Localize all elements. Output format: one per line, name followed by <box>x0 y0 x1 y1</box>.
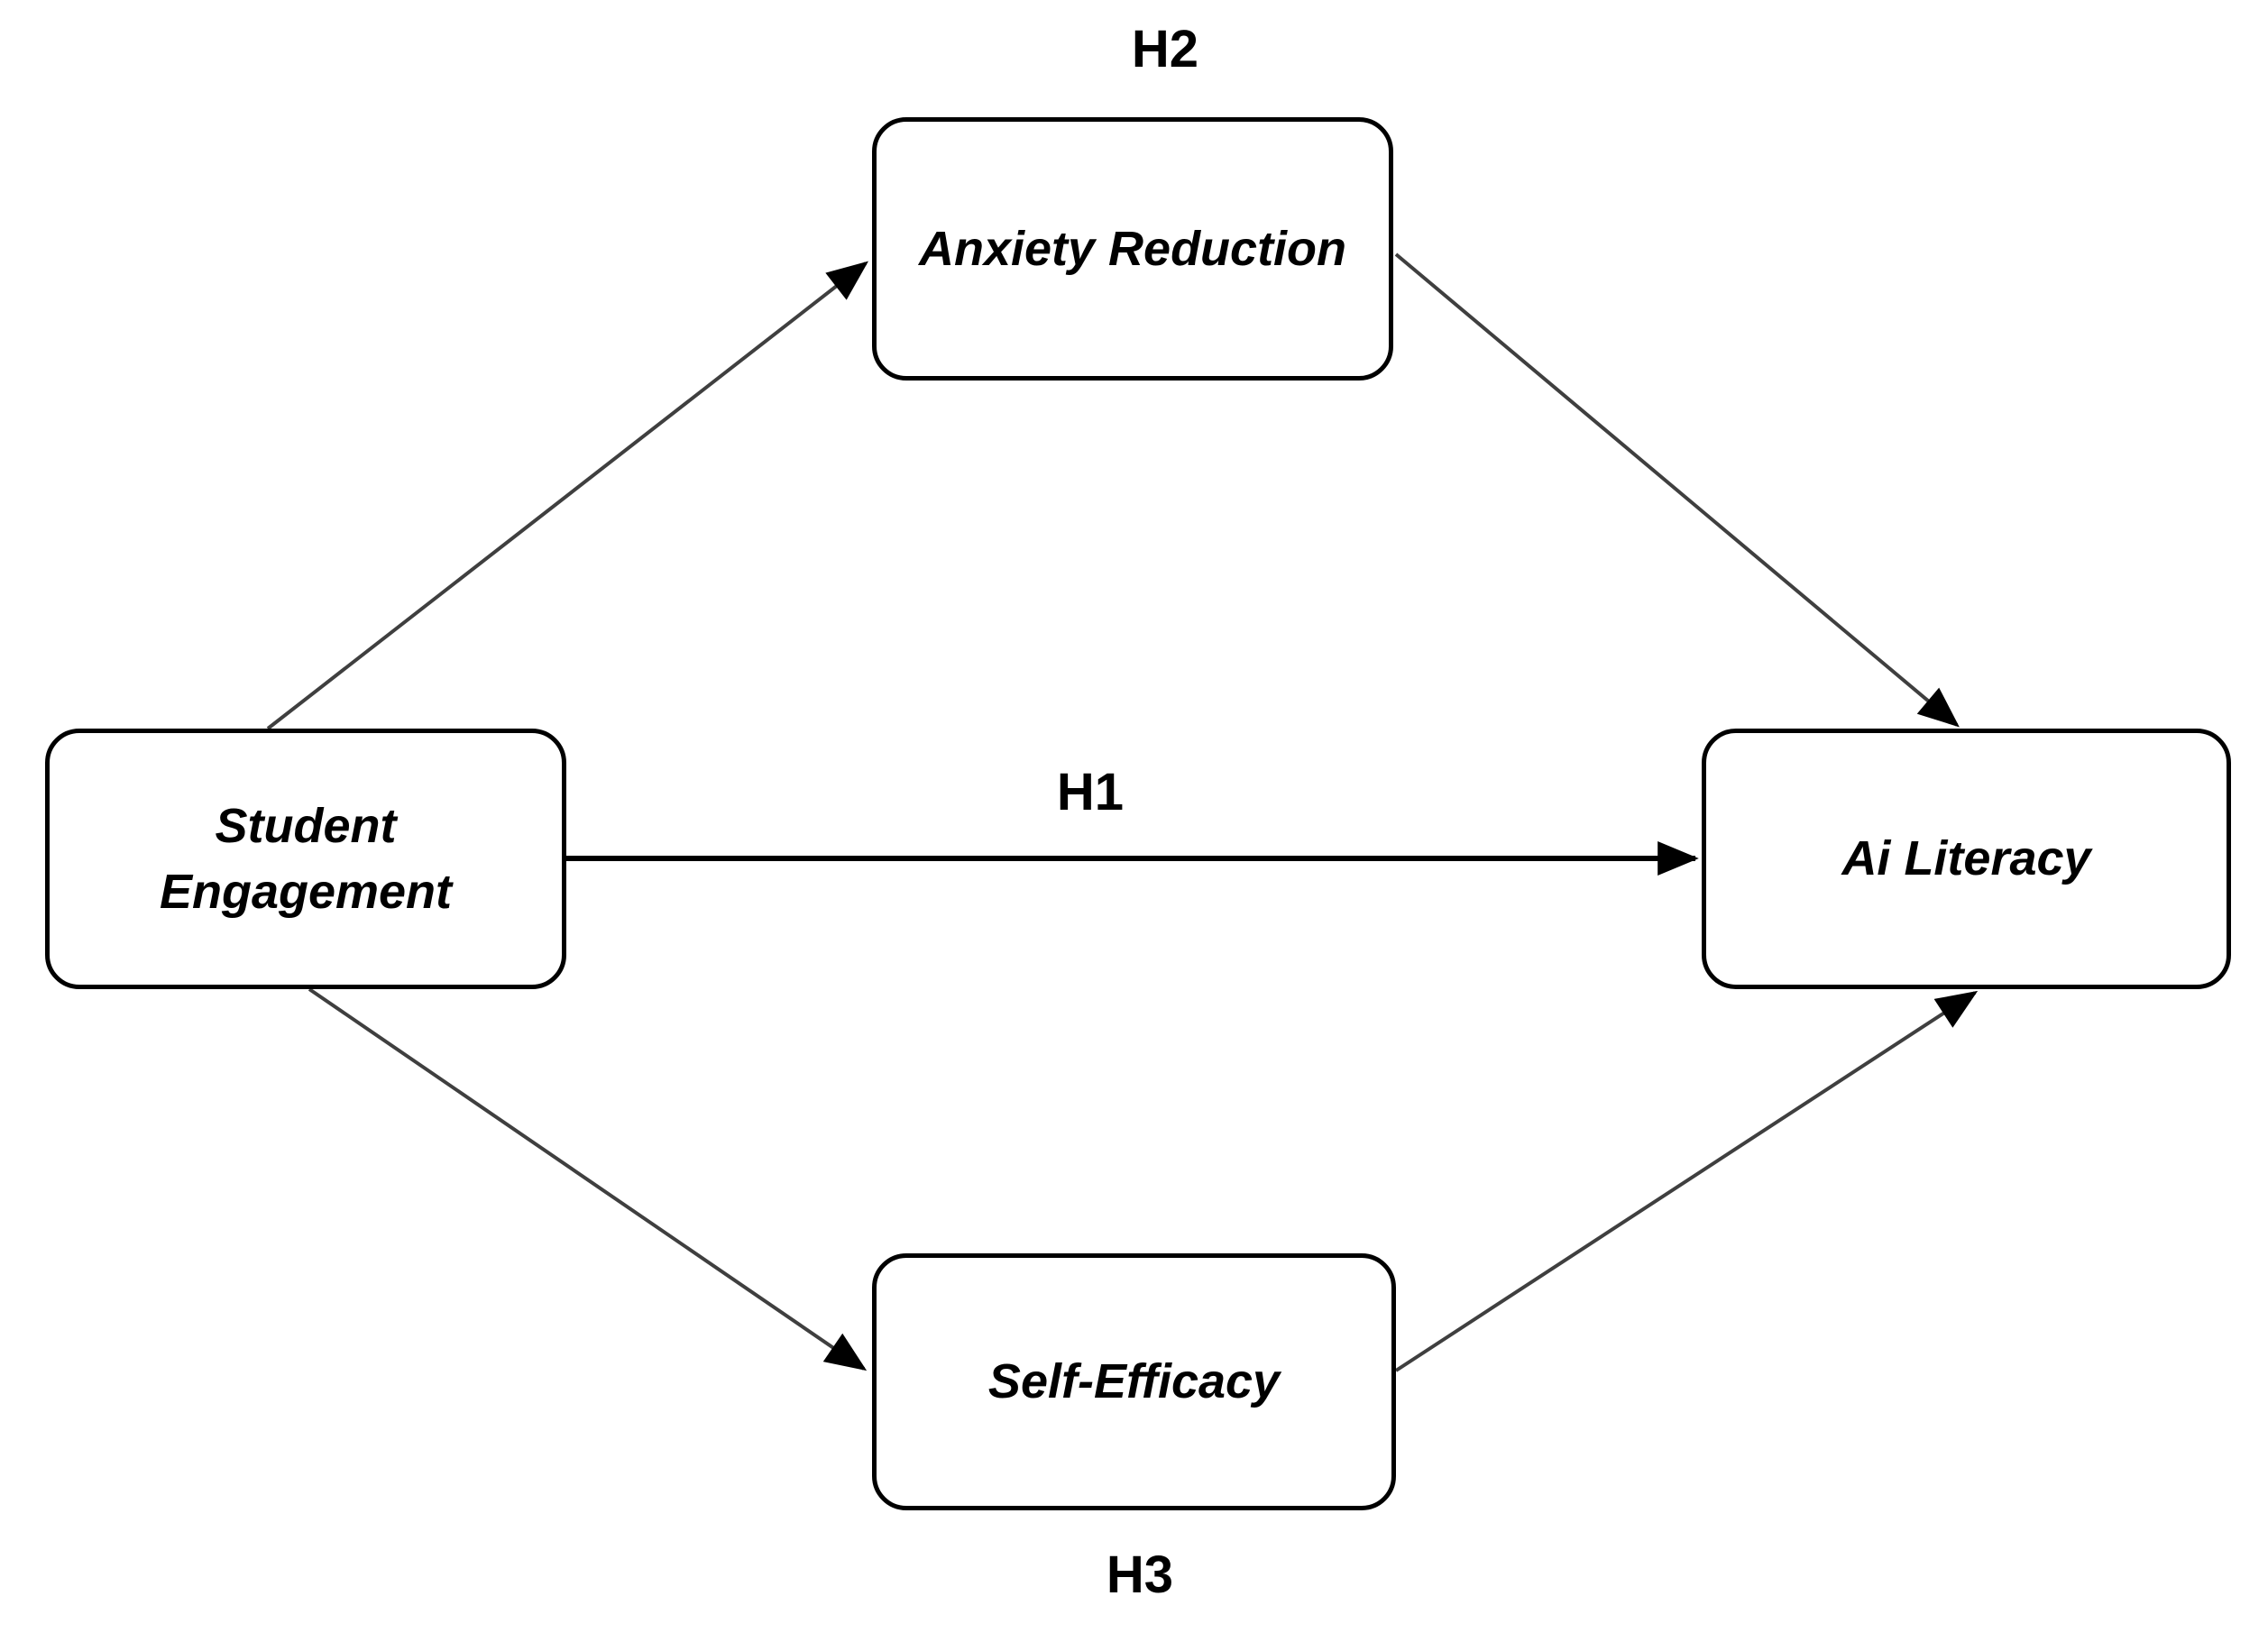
hypothesis-label-h1: H1 <box>1056 763 1125 821</box>
arrow-self-efficacy-to-ai-literacy <box>1394 990 1979 1372</box>
arrow-student-engagement-to-self-efficacy <box>308 987 868 1371</box>
arrow-anxiety-reduction-to-ai-literacy <box>1394 252 1960 728</box>
hypothesis-label-h2: H2 <box>1131 20 1199 78</box>
node-label: Ai Literacy <box>1841 831 2091 886</box>
node-label: Self-Efficacy <box>987 1354 1281 1409</box>
node-student-engagement: Student Engagement <box>45 729 566 989</box>
hypothesis-label-h3: H3 <box>1106 1546 1174 1604</box>
node-anxiety-reduction: Anxiety Reduction <box>872 117 1393 381</box>
node-label: Student <box>215 798 397 853</box>
arrow-student-engagement-to-anxiety-reduction <box>266 261 868 730</box>
node-label: Engagement <box>159 864 453 919</box>
node-self-efficacy: Self-Efficacy <box>872 1253 1396 1510</box>
node-label: Anxiety Reduction <box>918 221 1347 276</box>
node-ai-literacy: Ai Literacy <box>1702 729 2231 989</box>
